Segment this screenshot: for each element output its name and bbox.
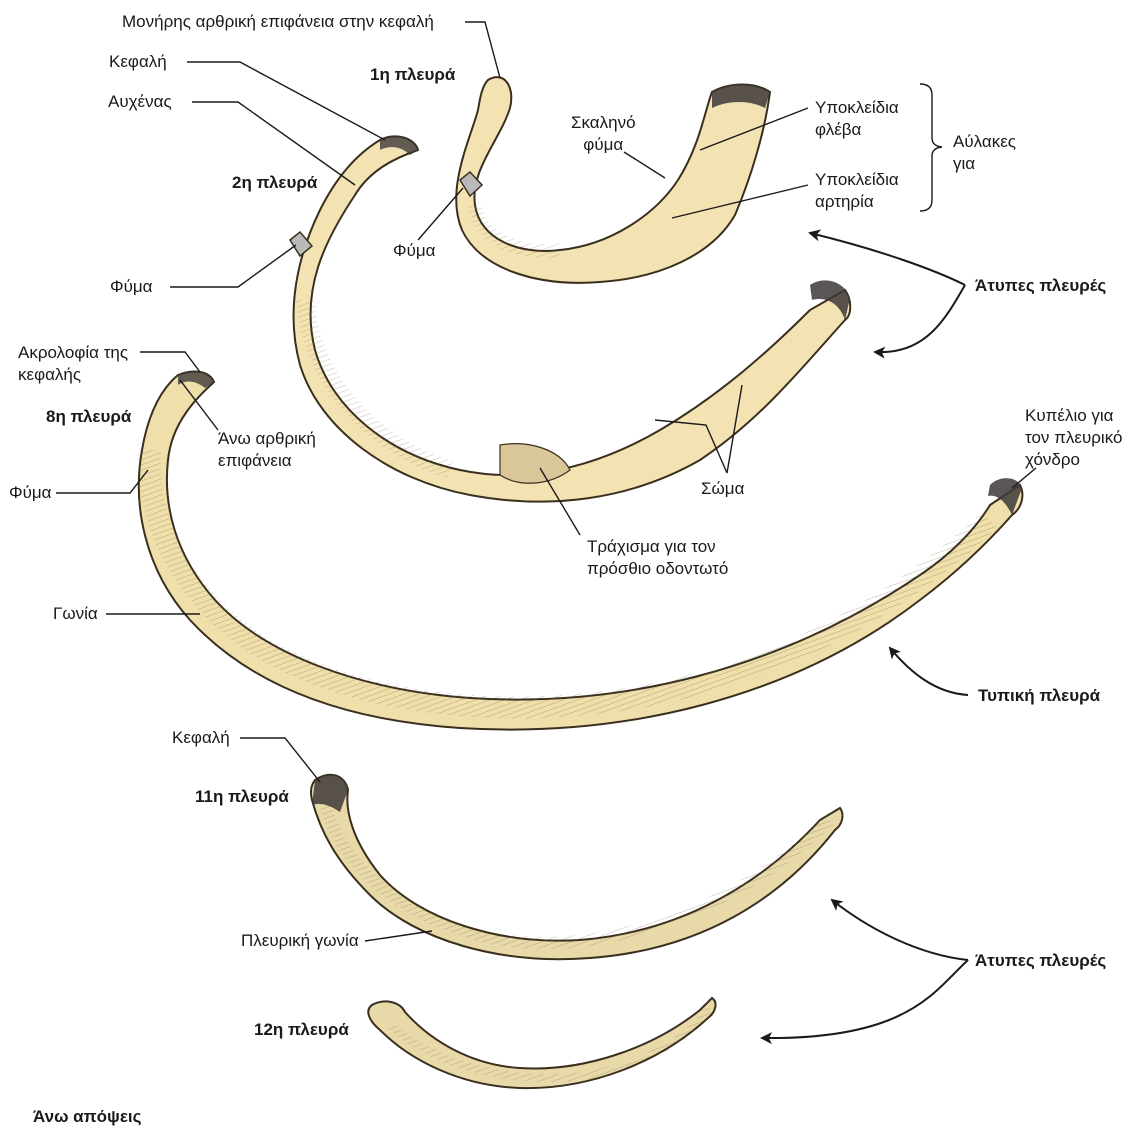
- label-scalene-tubercle: Σκαληνό φύμα: [571, 112, 636, 156]
- leader-8th-tubercle: [56, 470, 148, 493]
- label-2nd-neck: Αυχένας: [108, 91, 172, 113]
- caption: Άνω απόψεις: [33, 1106, 141, 1128]
- leader-11th-head: [240, 738, 320, 782]
- label-body: Σώμα: [701, 478, 744, 500]
- label-groove-vein: Υποκλείδια φλέβα: [815, 97, 899, 141]
- label-11th-angle: Πλευρική γωνία: [241, 930, 359, 952]
- label-costal-pit: Κυπέλιο για τον πλευρικό χόνδρο: [1025, 405, 1122, 471]
- label-groove-artery: Υποκλείδια αρτηρία: [815, 169, 899, 213]
- eleventh-rib: [311, 775, 842, 959]
- leader-1st-tubercle: [418, 188, 463, 240]
- label-serratus-roughness: Τράχισμα για τον πρόσθιο οδοντωτό: [587, 536, 728, 580]
- label-grooves-for: Αύλακες για: [953, 131, 1016, 175]
- arrow-atypical-top-1: [810, 233, 965, 285]
- title-second-rib: 2η πλευρά: [232, 172, 317, 194]
- title-eleventh-rib: 11η πλευρά: [195, 786, 289, 808]
- leader-2nd-tubercle: [170, 245, 296, 287]
- leader-2nd-head: [187, 62, 385, 140]
- leader-crest: [140, 352, 200, 372]
- twelfth-rib: [368, 998, 715, 1088]
- title-eighth-rib: 8η πλευρά: [46, 406, 131, 428]
- title-first-rib: 1η πλευρά: [370, 64, 455, 86]
- title-twelfth-rib: 12η πλευρά: [254, 1019, 349, 1041]
- group-atypical-bottom: Άτυπες πλευρές: [975, 950, 1106, 972]
- arrow-atypical-top-2: [875, 285, 965, 352]
- arrow-typical: [890, 648, 968, 695]
- grooves-brace: [920, 84, 942, 211]
- label-head-facet: Μονήρης αρθρική επιφάνεια στην κεφαλή: [122, 11, 434, 33]
- arrow-atypical-bottom-1: [832, 900, 968, 960]
- leader-11th-angle: [365, 931, 432, 941]
- label-crest: Ακρολοφία της κεφαλής: [18, 342, 128, 386]
- label-1st-tubercle: Φύμα: [393, 240, 435, 262]
- group-atypical-top: Άτυπες πλευρές: [975, 275, 1106, 297]
- label-11th-head: Κεφαλή: [172, 727, 230, 749]
- label-2nd-head: Κεφαλή: [109, 51, 167, 73]
- group-typical: Τυπική πλευρά: [978, 685, 1100, 707]
- eighth-rib: [139, 371, 1023, 729]
- leader-costal-pit: [1012, 468, 1036, 488]
- leader-head-facet: [465, 22, 500, 78]
- label-upper-facet: Άνω αρθρική επιφάνεια: [218, 428, 316, 472]
- first-rib: [456, 77, 770, 283]
- label-8th-tubercle: Φύμα: [9, 482, 51, 504]
- second-rib: [290, 136, 850, 501]
- arrow-atypical-bottom-2: [762, 960, 968, 1038]
- label-2nd-tubercle: Φύμα: [110, 276, 152, 298]
- label-angle: Γωνία: [53, 603, 98, 625]
